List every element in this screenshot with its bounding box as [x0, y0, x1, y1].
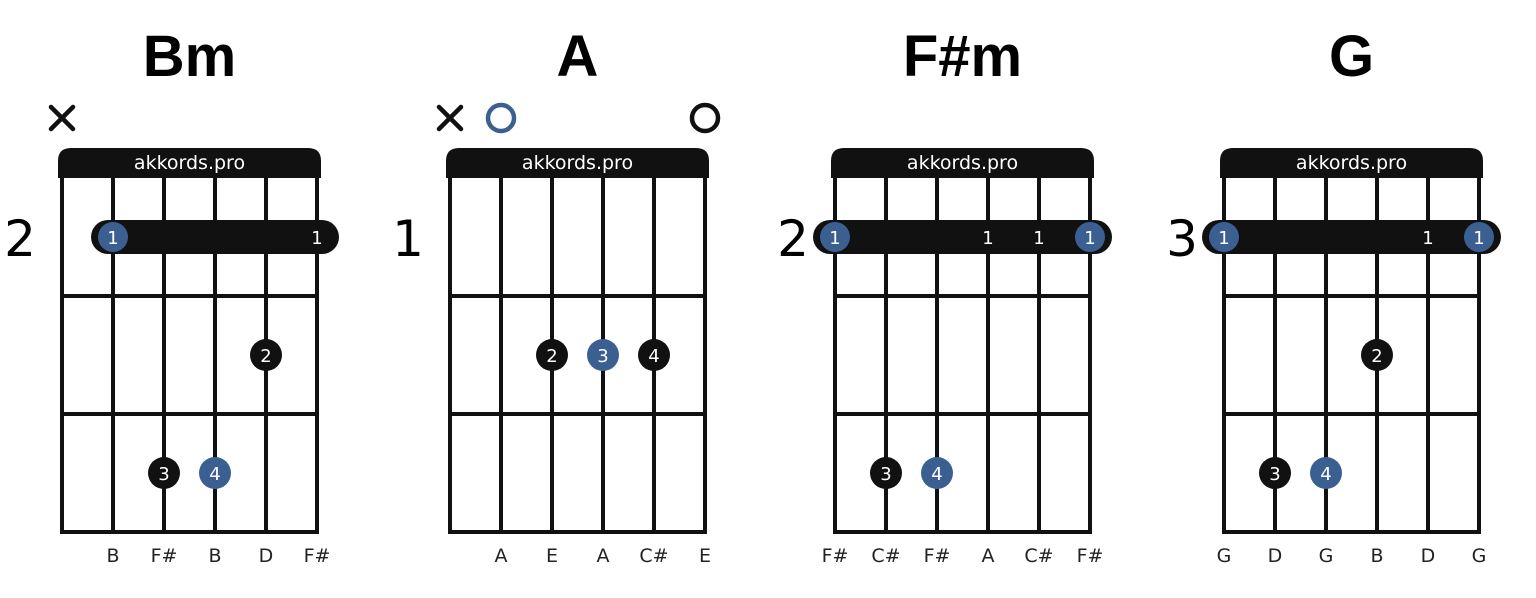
string-note-label: D [1268, 545, 1283, 567]
string-note-label: B [208, 545, 221, 567]
root-finger-dot [1310, 457, 1342, 489]
string-note-label: C# [1024, 545, 1053, 567]
brand-label: akkords.pro [134, 152, 245, 174]
nut-cap [446, 148, 709, 178]
barre-bar [813, 220, 1112, 254]
finger-dot [148, 457, 180, 489]
barre-finger-label: 1 [982, 228, 993, 249]
finger-dot [870, 457, 902, 489]
barre-root-dot [98, 222, 128, 252]
string-note-label: D [1421, 545, 1436, 567]
barre-finger-label: 1 [1473, 228, 1484, 249]
start-fret-number: 1 [392, 210, 424, 268]
mute-icon [436, 104, 464, 132]
barre-root-dot [1209, 222, 1239, 252]
string-note-label: G [1217, 545, 1232, 567]
mute-icon [48, 104, 76, 132]
barre-finger-label: 1 [107, 228, 118, 249]
brand-label: akkords.pro [522, 152, 633, 174]
string-note-label: F# [304, 545, 331, 567]
open-string-icon [689, 102, 721, 134]
string-note-label: F# [924, 545, 951, 567]
finger-number: 4 [1320, 464, 1331, 485]
chord-diagram-0: Bm akkords.pro 2 1 1 2 3 4B F# B D F# [4, 24, 339, 567]
string-note-label: A [982, 545, 995, 567]
string-note-label: B [106, 545, 119, 567]
string-note-label: F# [822, 545, 849, 567]
chord-name: F#m [903, 24, 1022, 89]
start-fret-number: 3 [1166, 210, 1198, 268]
root-finger-dot [921, 457, 953, 489]
finger-dot [536, 339, 568, 371]
string-note-label: F# [151, 545, 178, 567]
string-note-label: G [1319, 545, 1334, 567]
root-finger-dot [199, 457, 231, 489]
finger-number: 4 [209, 464, 220, 485]
string-note-label: A [495, 545, 508, 567]
string-note-label: E [699, 545, 711, 567]
chord-name: G [1329, 24, 1374, 89]
string-note-label: F# [1077, 545, 1104, 567]
barre-root-dot [820, 222, 850, 252]
barre-root-dot [1075, 222, 1105, 252]
finger-number: 2 [1371, 346, 1382, 367]
string-note-label: E [546, 545, 558, 567]
start-fret-number: 2 [777, 210, 809, 268]
barre-finger-label: 1 [1218, 228, 1229, 249]
string-note-label: G [1472, 545, 1487, 567]
chord-name: Bm [143, 24, 236, 89]
finger-dot [638, 339, 670, 371]
string-note-label: C# [639, 545, 668, 567]
open-string-icon [485, 102, 517, 134]
finger-dot [250, 339, 282, 371]
finger-number: 2 [260, 346, 271, 367]
brand-label: akkords.pro [1296, 152, 1407, 174]
barre-root-dot [1464, 222, 1494, 252]
finger-number: 3 [880, 464, 891, 485]
barre-bar [1202, 220, 1501, 254]
barre-finger-label: 1 [1422, 228, 1433, 249]
finger-number: 3 [158, 464, 169, 485]
brand-label: akkords.pro [907, 152, 1018, 174]
nut-cap [1220, 148, 1483, 178]
start-fret-number: 2 [4, 210, 36, 268]
finger-dot [1259, 457, 1291, 489]
barre-finger-label: 1 [1084, 228, 1095, 249]
string-note-label: D [259, 545, 274, 567]
string-note-label: B [1370, 545, 1383, 567]
nut-cap [831, 148, 1094, 178]
string-note-label: C# [871, 545, 900, 567]
barre-bar [91, 220, 339, 254]
finger-number: 4 [648, 346, 659, 367]
finger-dot [1361, 339, 1393, 371]
finger-number: 3 [1269, 464, 1280, 485]
barre-finger-label: 1 [311, 228, 322, 249]
nut-cap [58, 148, 321, 178]
barre-finger-label: 1 [1033, 228, 1044, 249]
chord-name: A [557, 24, 599, 89]
finger-number: 3 [597, 346, 608, 367]
root-finger-dot [587, 339, 619, 371]
barre-finger-label: 1 [829, 228, 840, 249]
finger-number: 2 [546, 346, 557, 367]
string-note-label: A [597, 545, 610, 567]
finger-number: 4 [931, 464, 942, 485]
